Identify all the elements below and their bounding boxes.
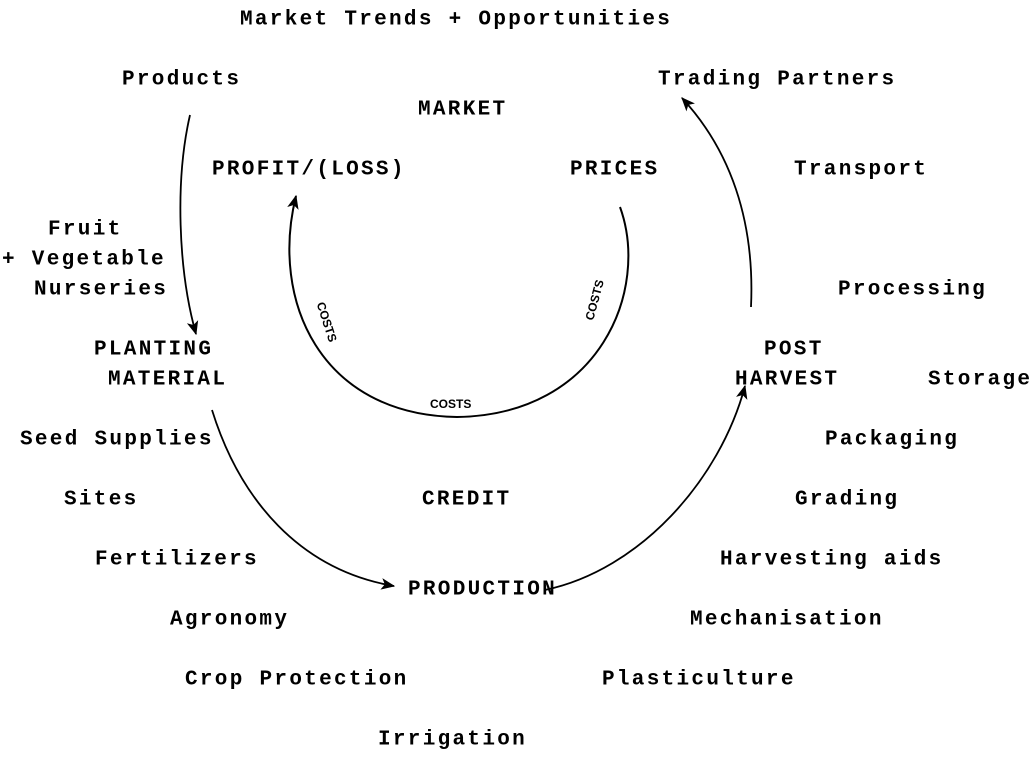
label-plasticulture: Plasticulture bbox=[602, 668, 796, 692]
label-packaging: Packaging bbox=[825, 428, 960, 452]
label-mechanisation: Mechanisation bbox=[690, 608, 884, 632]
label-processing: Processing bbox=[838, 278, 988, 302]
label-agronomy: Agronomy bbox=[170, 608, 290, 632]
label-irrigation: Irrigation bbox=[378, 728, 528, 752]
diagram-title: Market Trends + Opportunities bbox=[240, 8, 673, 32]
label-prices: PRICES bbox=[570, 158, 660, 182]
label-market: MARKET bbox=[418, 98, 508, 122]
label-sites: Sites bbox=[64, 488, 139, 512]
arrow-production-to-postharvest bbox=[544, 384, 748, 591]
label-transport: Transport bbox=[794, 158, 929, 182]
label-profit-loss: PROFIT/(LOSS) bbox=[212, 158, 406, 182]
label-post: POST bbox=[764, 338, 824, 362]
arrow-products-to-planting bbox=[179, 114, 199, 336]
label-products: Products bbox=[122, 68, 242, 92]
label-grading: Grading bbox=[795, 488, 900, 512]
label-seed-supplies: Seed Supplies bbox=[20, 428, 214, 452]
label-harvesting-aids: Harvesting aids bbox=[720, 548, 944, 572]
label-planting: PLANTING bbox=[94, 338, 214, 362]
arrow-planting-to-production bbox=[211, 409, 396, 590]
cost-cycle-arc bbox=[287, 194, 630, 419]
label-harvest: HARVEST bbox=[735, 368, 840, 392]
label-costs-bottom: COSTS bbox=[430, 397, 472, 411]
label-vegetable: + Vegetable bbox=[2, 248, 166, 272]
label-credit: CREDIT bbox=[422, 488, 512, 512]
label-nurseries: Nurseries bbox=[34, 278, 169, 302]
label-crop-protection: Crop Protection bbox=[185, 668, 409, 692]
label-production: PRODUCTION bbox=[408, 578, 558, 602]
label-fruit: Fruit bbox=[48, 218, 123, 242]
label-material: MATERIAL bbox=[108, 368, 228, 392]
arrow-postharvest-to-trading bbox=[681, 97, 753, 308]
label-trading-partners: Trading Partners bbox=[658, 68, 897, 92]
label-fertilizers: Fertilizers bbox=[95, 548, 259, 572]
label-storage: Storage bbox=[928, 368, 1033, 392]
